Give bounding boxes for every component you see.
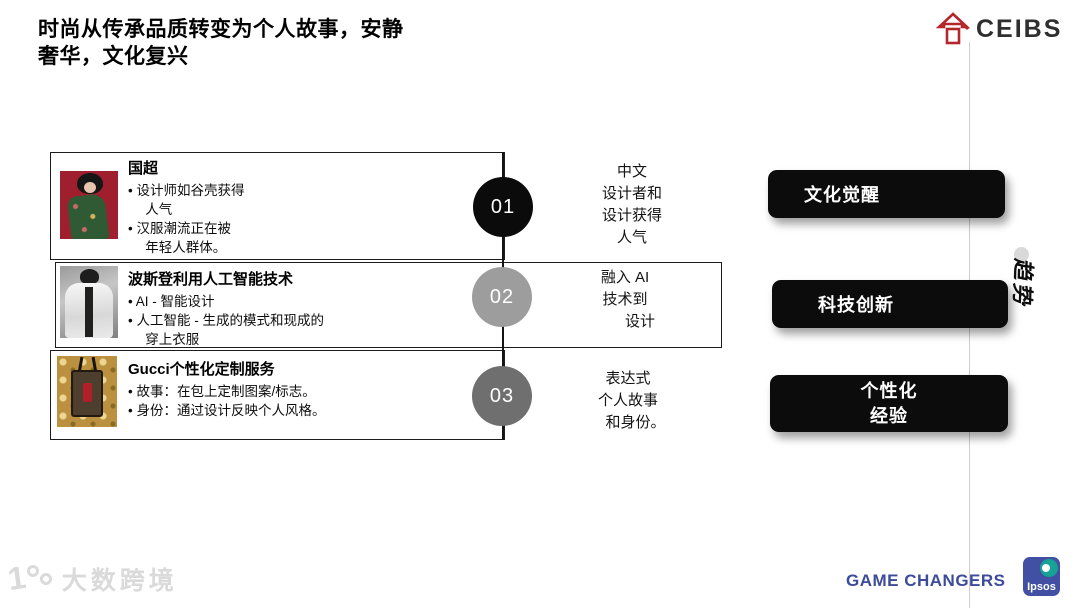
gucci-bag-photo xyxy=(57,356,117,427)
ceibs-logo-text: CEIBS xyxy=(976,14,1063,43)
slide-title: 时尚从传承品质转变为个人故事，安静 奢华，文化复兴 xyxy=(38,18,404,68)
watermark-text: 大数跨境 xyxy=(61,566,178,595)
label-pill-technology: 科技创新 xyxy=(772,280,1008,328)
photo-hair-shape xyxy=(80,269,99,284)
label-text: 文化觉醒 xyxy=(804,185,880,205)
step-circle-02: 02 xyxy=(472,267,532,327)
row-bullets: • 故事：在包上定制图案/标志。 • 身份：通过设计反映个人风格。 xyxy=(128,384,326,418)
row-box-guochao xyxy=(50,152,505,260)
step-number: 01 xyxy=(490,195,516,218)
ceibs-pavilion-icon xyxy=(936,12,970,45)
row-heading: Gucci个性化定制服务 xyxy=(128,361,275,378)
step-number: 02 xyxy=(489,285,515,308)
middle-note-1: 中文 设计者和 设计获得 人气 xyxy=(601,163,662,246)
middle-note-2: 融入 AI 技术到 设计 xyxy=(600,269,655,330)
photo-dress-shape xyxy=(66,192,110,239)
timeline-dot xyxy=(1014,247,1029,262)
row-bullets: • AI - 智能设计 • 人工智能 - 生成的模式和现成的 穿上衣服 xyxy=(128,294,324,347)
middle-note-3: 表达式 个人故事 和身份。 xyxy=(597,370,666,431)
qipao-woman-photo xyxy=(60,171,118,239)
watermark-logo-icon: 1 xyxy=(5,558,29,598)
row-box-gucci xyxy=(50,350,505,440)
watermark: 1 大数跨境 xyxy=(5,558,178,598)
row-bullets: • 设计师如谷壳获得 人气 • 汉服潮流正在被 年轻人群体。 xyxy=(128,183,245,255)
label-text: 科技创新 xyxy=(818,295,894,315)
photo-jacket-shape xyxy=(65,283,113,338)
watermark-ring-icon xyxy=(39,572,52,585)
game-changers-tagline: GAME CHANGERS xyxy=(846,571,1006,590)
row-text-gucci: Gucci个性化定制服务 • 故事：在包上定制图案/标志。 • 身份：通过设计反… xyxy=(128,358,418,420)
ceibs-logo: CEIBS xyxy=(936,12,1062,46)
row-box-bosideng xyxy=(55,262,722,348)
row-heading: 国超 xyxy=(128,160,159,177)
ipsos-logo: Ipsos xyxy=(1023,557,1060,596)
puffer-jacket-man-photo xyxy=(60,266,118,338)
rotated-side-label: 趋势 xyxy=(1009,256,1036,312)
step-circle-03: 03 xyxy=(472,366,532,426)
step-circle-01: 01 xyxy=(473,177,533,237)
ipsos-swirl-icon xyxy=(1040,559,1058,577)
ipsos-logo-text: Ipsos xyxy=(1027,581,1056,593)
row-text-guochao: 国超 • 设计师如谷壳获得 人气 • 汉服潮流正在被 年轻人群体。 xyxy=(128,157,303,257)
label-pill-culture: 文化觉醒 xyxy=(768,170,1005,218)
photo-logo-mark-shape xyxy=(83,383,92,402)
watermark-ring-icon xyxy=(26,564,39,577)
photo-face-shape xyxy=(84,182,96,193)
row-heading: 波斯登利用人工智能技术 xyxy=(128,271,294,288)
row-text-bosideng: 波斯登利用人工智能技术 • AI - 智能设计 • 人工智能 - 生成的模式和现… xyxy=(128,268,408,349)
step-number: 03 xyxy=(489,384,515,407)
label-pill-personalization: 个性化 经验 xyxy=(770,375,1008,432)
